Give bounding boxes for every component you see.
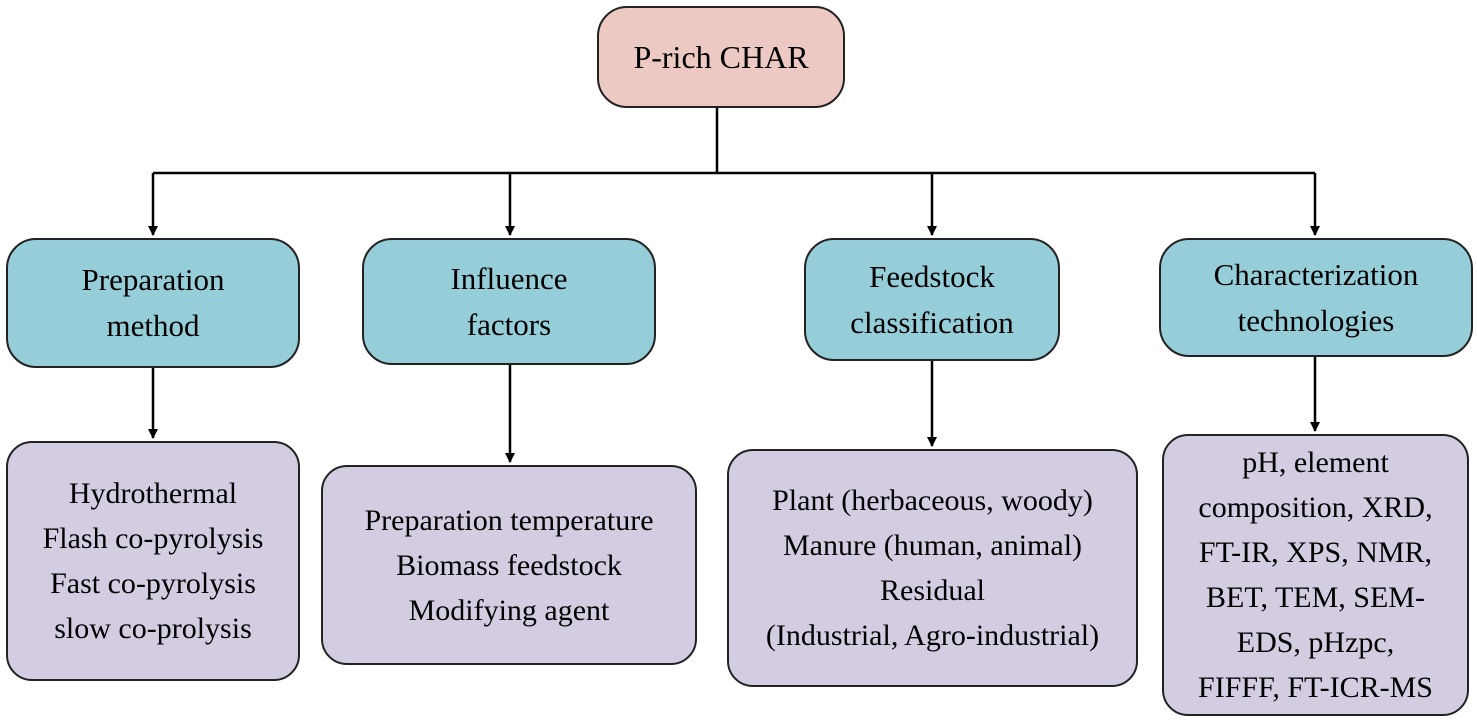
category-characterization-technologies: Characterization technologies (1159, 238, 1473, 357)
category-label-line: Influence (450, 260, 568, 296)
item-line: Plant (herbaceous, woody) (772, 484, 1093, 517)
category-label-line: Characterization (1213, 256, 1419, 292)
category-label-line: factors (466, 306, 552, 342)
category-label-line: classification (850, 304, 1014, 340)
influence-factors-items: Preparation temperature Biomass feedstoc… (321, 465, 697, 665)
root-label: P-rich CHAR (633, 38, 809, 75)
category-preparation-method: Preparation method (6, 238, 300, 368)
item-line: FT-IR, XPS, NMR, (1198, 536, 1433, 569)
item-line: Hydrothermal (68, 477, 238, 510)
item-line: BET, TEM, SEM- (1206, 581, 1425, 614)
item-line: Residual (880, 574, 985, 607)
category-label-line: Preparation (81, 262, 225, 297)
category-label-line: method (106, 308, 200, 343)
item-line: Modifying agent (408, 593, 610, 627)
item-line: Preparation temperature (364, 503, 654, 537)
item-line: Flash co-pyrolysis (42, 522, 264, 555)
item-line: EDS, pHzpc, (1236, 626, 1395, 659)
preparation-method-items: Hydrothermal Flash co-pyrolysis Fast co-… (6, 441, 300, 681)
item-line: Biomass feedstock (396, 548, 622, 582)
category-feedstock-classification: Feedstock classification (804, 238, 1060, 361)
item-line: FIFFF, FT-ICR-MS (1198, 671, 1433, 704)
item-line: Fast co-pyrolysis (50, 567, 256, 600)
item-line: composition, XRD, (1198, 491, 1433, 524)
item-line: Manure (human, animal) (782, 529, 1083, 562)
category-label-line: Feedstock (869, 258, 995, 294)
category-influence-factors: Influence factors (362, 238, 656, 365)
category-label-line: technologies (1237, 302, 1395, 338)
item-line: slow co-prolysis (54, 612, 252, 645)
item-line: (Industrial, Agro-industrial) (765, 619, 1100, 652)
feedstock-classification-items: Plant (herbaceous, woody) Manure (human,… (727, 449, 1138, 687)
item-line: pH, element (1242, 446, 1389, 479)
root-node: P-rich CHAR (597, 6, 845, 108)
characterization-technologies-items: pH, element composition, XRD, FT-IR, XPS… (1162, 434, 1469, 716)
